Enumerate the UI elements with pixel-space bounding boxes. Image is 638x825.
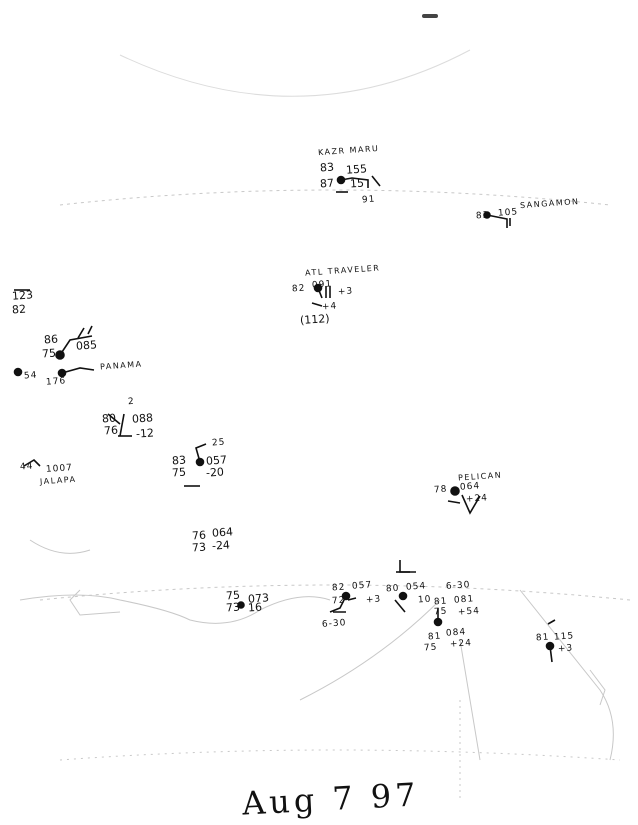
- station-value: (112): [299, 311, 330, 328]
- station-value: 25: [211, 437, 226, 449]
- station-value: 105: [497, 207, 519, 219]
- station-value: 73: [225, 600, 241, 615]
- station-value: 83: [475, 210, 490, 222]
- station-value: 064: [211, 525, 234, 540]
- station-value: 2: [127, 396, 136, 408]
- station-value: 86: [43, 332, 59, 347]
- station-value: 75: [171, 465, 187, 480]
- station-value: -24: [211, 538, 231, 553]
- station-value: -20: [205, 465, 225, 480]
- station-value: 091: [311, 279, 333, 291]
- station-value: +54: [457, 606, 481, 618]
- station-value: 16: [247, 600, 263, 615]
- station-value: 176: [45, 376, 67, 388]
- station-value: 054: [405, 581, 427, 593]
- station-value: 83: [319, 160, 335, 175]
- station-value: 1007: [45, 463, 74, 475]
- station-value: 75: [423, 642, 438, 654]
- station-value: 064: [459, 481, 481, 493]
- station-value: 15: [349, 176, 365, 191]
- station-value: +3: [365, 594, 382, 606]
- station-pelican: [447, 486, 481, 515]
- station-value: 6-30: [321, 618, 347, 630]
- station-panama: [13, 325, 95, 378]
- station-value: 78: [433, 484, 448, 496]
- station-value: 057: [351, 580, 373, 592]
- station-value: 088: [131, 411, 154, 426]
- station-value: 54: [23, 370, 38, 382]
- station-value: 081: [453, 594, 475, 606]
- station-value: 44: [19, 461, 34, 473]
- top-ink-mark: [422, 14, 438, 18]
- station-value: 73: [191, 540, 207, 555]
- station-name: JALAPA: [39, 474, 77, 487]
- station-plots: [13, 175, 556, 663]
- station-jalapa: [23, 458, 41, 467]
- station-value: 085: [75, 338, 98, 353]
- station-value: 82: [11, 302, 27, 317]
- station-value: 10: [417, 594, 432, 606]
- faint-map-background: [19, 49, 631, 800]
- station-value: 6-30: [445, 580, 471, 592]
- station-value: 82: [291, 283, 306, 295]
- station-value: +24: [465, 493, 489, 505]
- station-value: 82: [331, 582, 346, 594]
- station-atl-traveler: [311, 283, 331, 307]
- station-value: +3: [337, 286, 354, 298]
- station-value: 91: [361, 194, 376, 206]
- station-value: 72: [331, 595, 346, 607]
- station-sangamon: [483, 211, 511, 228]
- station-value: 155: [345, 162, 368, 177]
- station-value: 76: [103, 423, 119, 438]
- station-mid-left: [107, 413, 132, 437]
- station-value: 87: [319, 176, 335, 191]
- station-value: 75: [41, 346, 57, 361]
- station-value: -12: [135, 426, 155, 441]
- station-value: 123: [11, 288, 34, 303]
- station-lower-cluster: [237, 560, 556, 663]
- station-value: 75: [433, 606, 448, 618]
- station-value: +24: [449, 638, 473, 650]
- station-value: 81: [535, 632, 550, 644]
- station-value: +3: [557, 643, 574, 655]
- station-center-left: [184, 443, 207, 487]
- station-kazr-maru: [336, 175, 381, 193]
- station-value: 80: [385, 583, 400, 595]
